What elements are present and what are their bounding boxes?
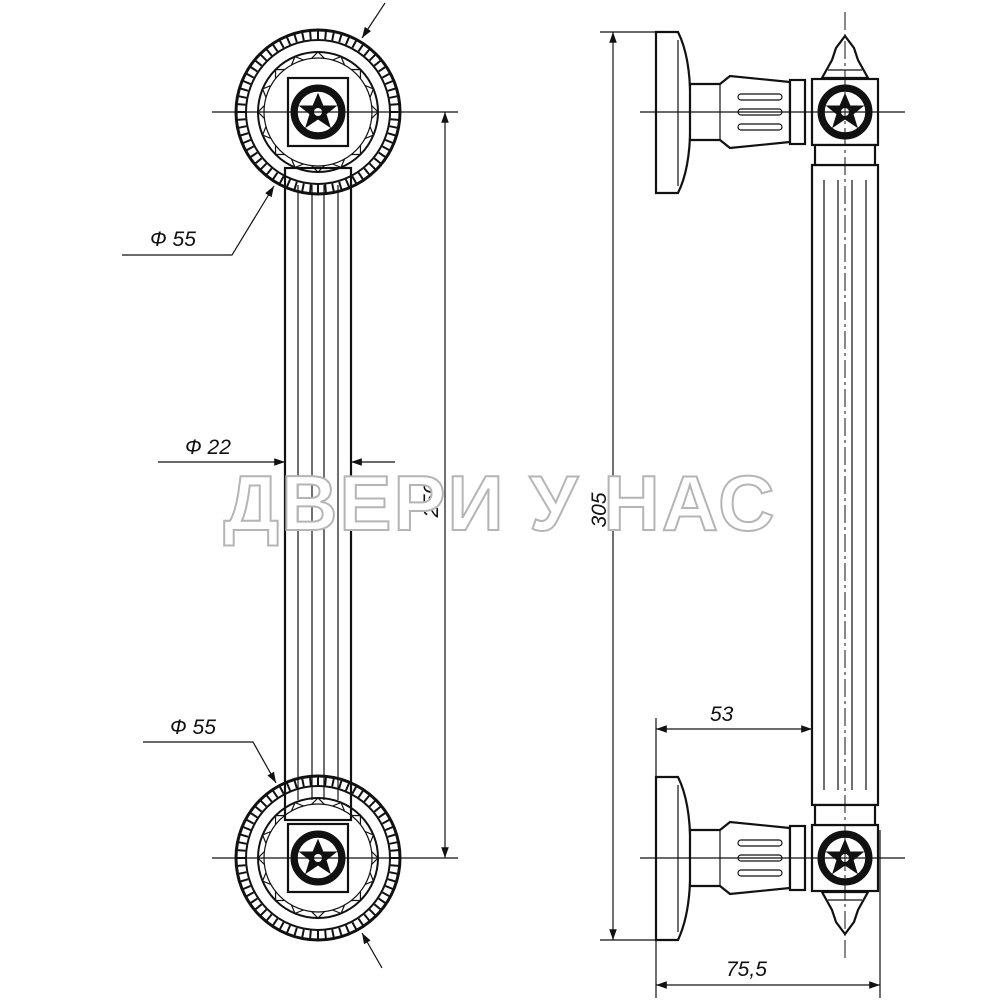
- top-rosette-diameter-label: Ф 55: [150, 228, 196, 251]
- bottom-rosette-diameter-label: Ф 55: [170, 716, 216, 739]
- watermark-text: ДВЕРИ У НАС: [224, 459, 777, 547]
- center-distance-label: 250: [420, 482, 443, 518]
- bottom-rosette-diameter-arrow-lower: [361, 932, 383, 969]
- handle-bar: [283, 166, 353, 822]
- bar-diameter-label: Ф 22: [185, 436, 231, 459]
- bottom-rosette-diameter-leader: [143, 741, 277, 784]
- projection-label: 53: [710, 703, 734, 726]
- top-rosette-diameter-leader: [122, 185, 275, 256]
- top-rosette-diameter-arrow-upper: [361, 2, 386, 39]
- overall-depth-label: 75,5: [726, 958, 767, 981]
- overall-length-label: 305: [588, 492, 611, 527]
- side-view: 305 53 75,5: [588, 12, 905, 998]
- front-view: 250 Ф 22 Ф 55 Ф 55: [122, 2, 458, 969]
